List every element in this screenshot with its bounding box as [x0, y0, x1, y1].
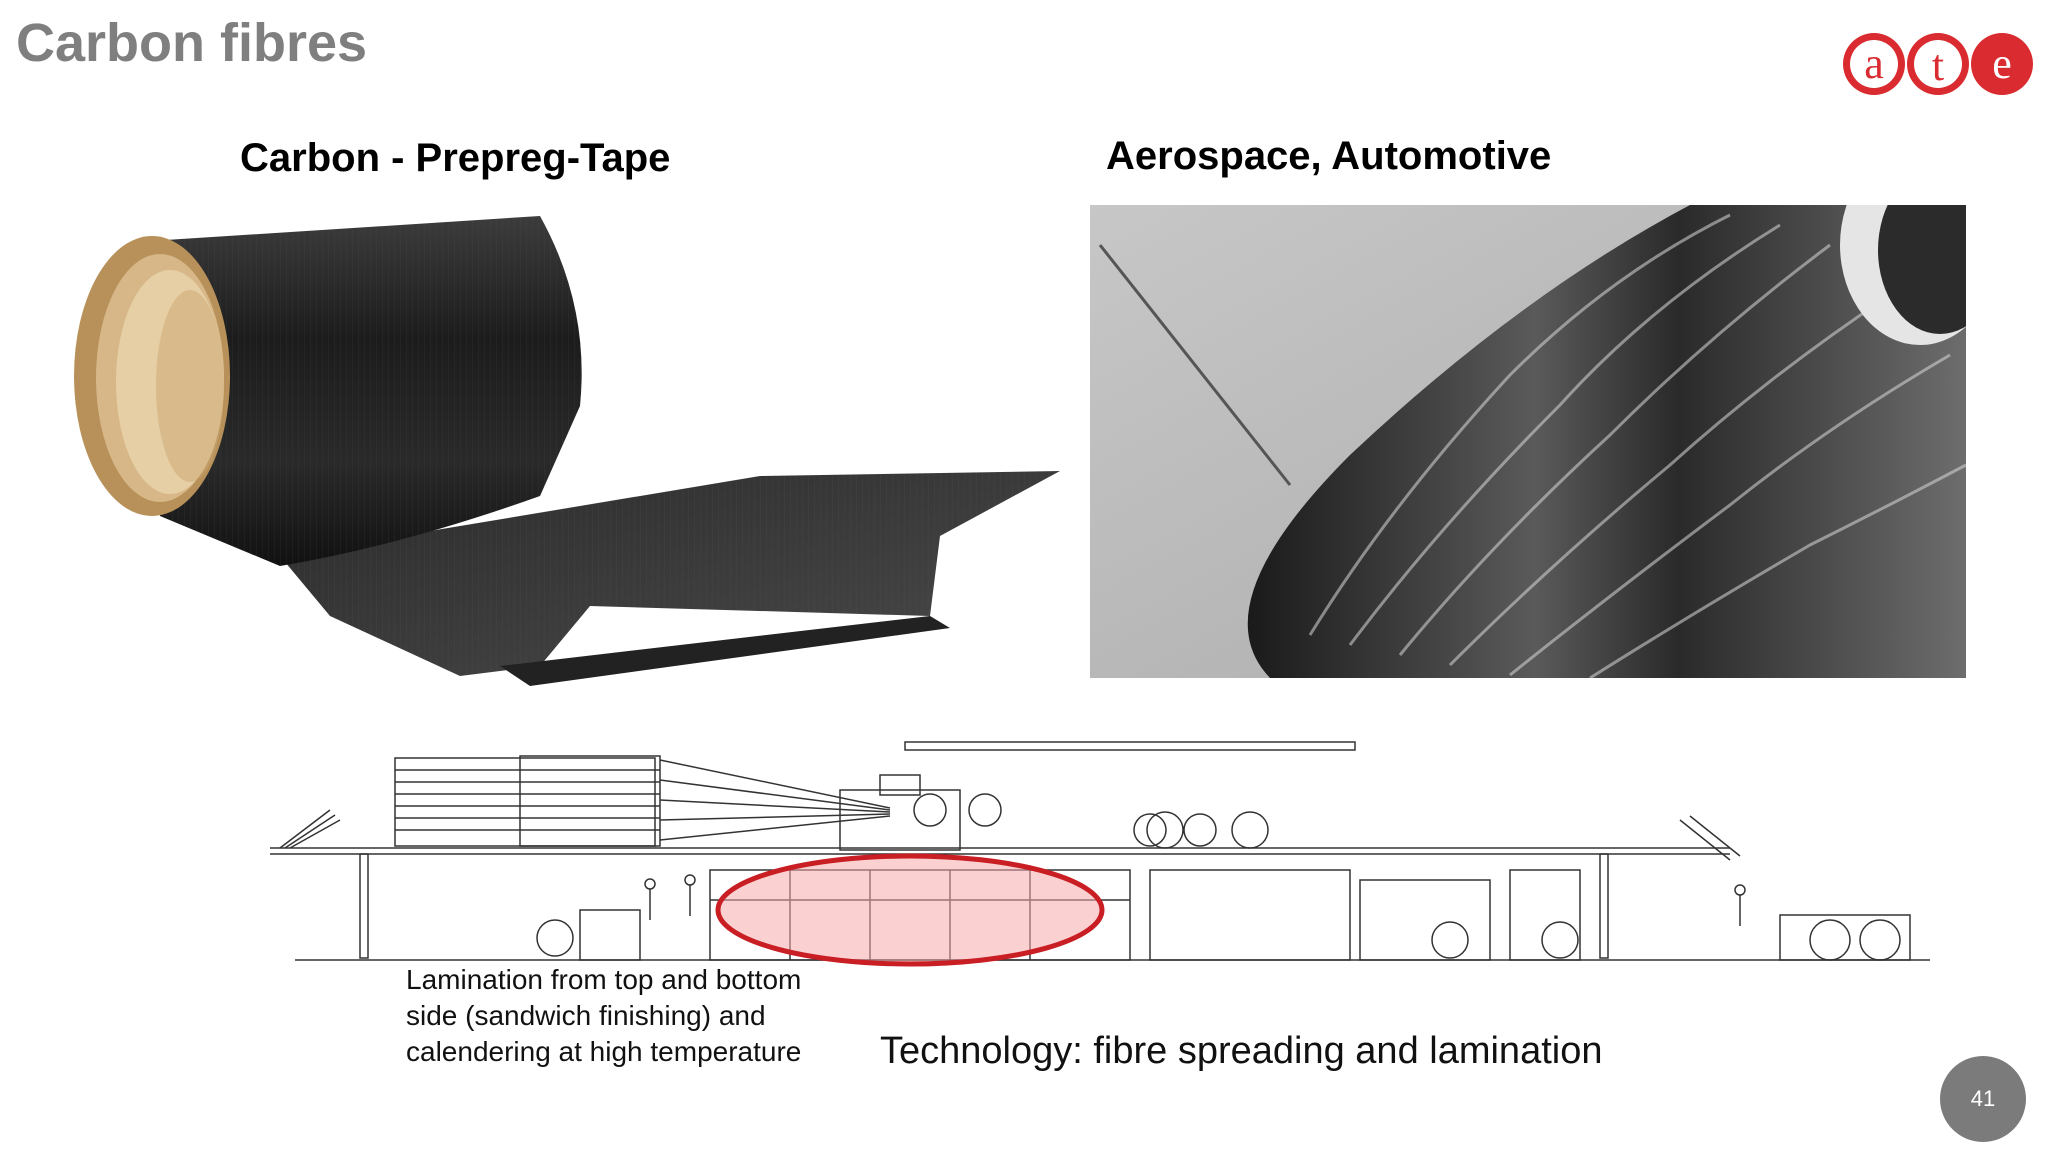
logo-letter-t: t [1907, 33, 1969, 95]
svg-text:t: t [1932, 41, 1944, 90]
lamination-note-line: side (sandwich finishing) and [406, 1000, 766, 1031]
prepreg-tape-heading: Carbon - Prepreg-Tape [240, 136, 671, 180]
technology-caption: Technology: fibre spreading and laminati… [880, 1030, 1603, 1072]
logo-letter-a: a [1843, 33, 1905, 95]
slide-title: Carbon fibres [16, 13, 368, 73]
lamination-line-schematic [270, 741, 1930, 967]
prepreg-tape-photo [74, 216, 1060, 686]
applications-heading: Aerospace, Automotive [1106, 134, 1552, 178]
ate-logo: a t e [1843, 33, 2033, 95]
svg-text:a: a [1864, 39, 1884, 88]
svg-text:e: e [1992, 39, 2012, 88]
lamination-note: Lamination from top and bottom side (san… [406, 962, 801, 1070]
lamination-highlight-ellipse [715, 853, 1105, 967]
lamination-note-line: Lamination from top and bottom [406, 964, 802, 995]
carbon-fibre-spool-photo [1090, 205, 1966, 678]
lamination-note-line: calendering at high temperature [406, 1036, 802, 1067]
logo-letter-e: e [1971, 33, 2033, 95]
page-number-badge: 41 [1940, 1056, 2026, 1142]
